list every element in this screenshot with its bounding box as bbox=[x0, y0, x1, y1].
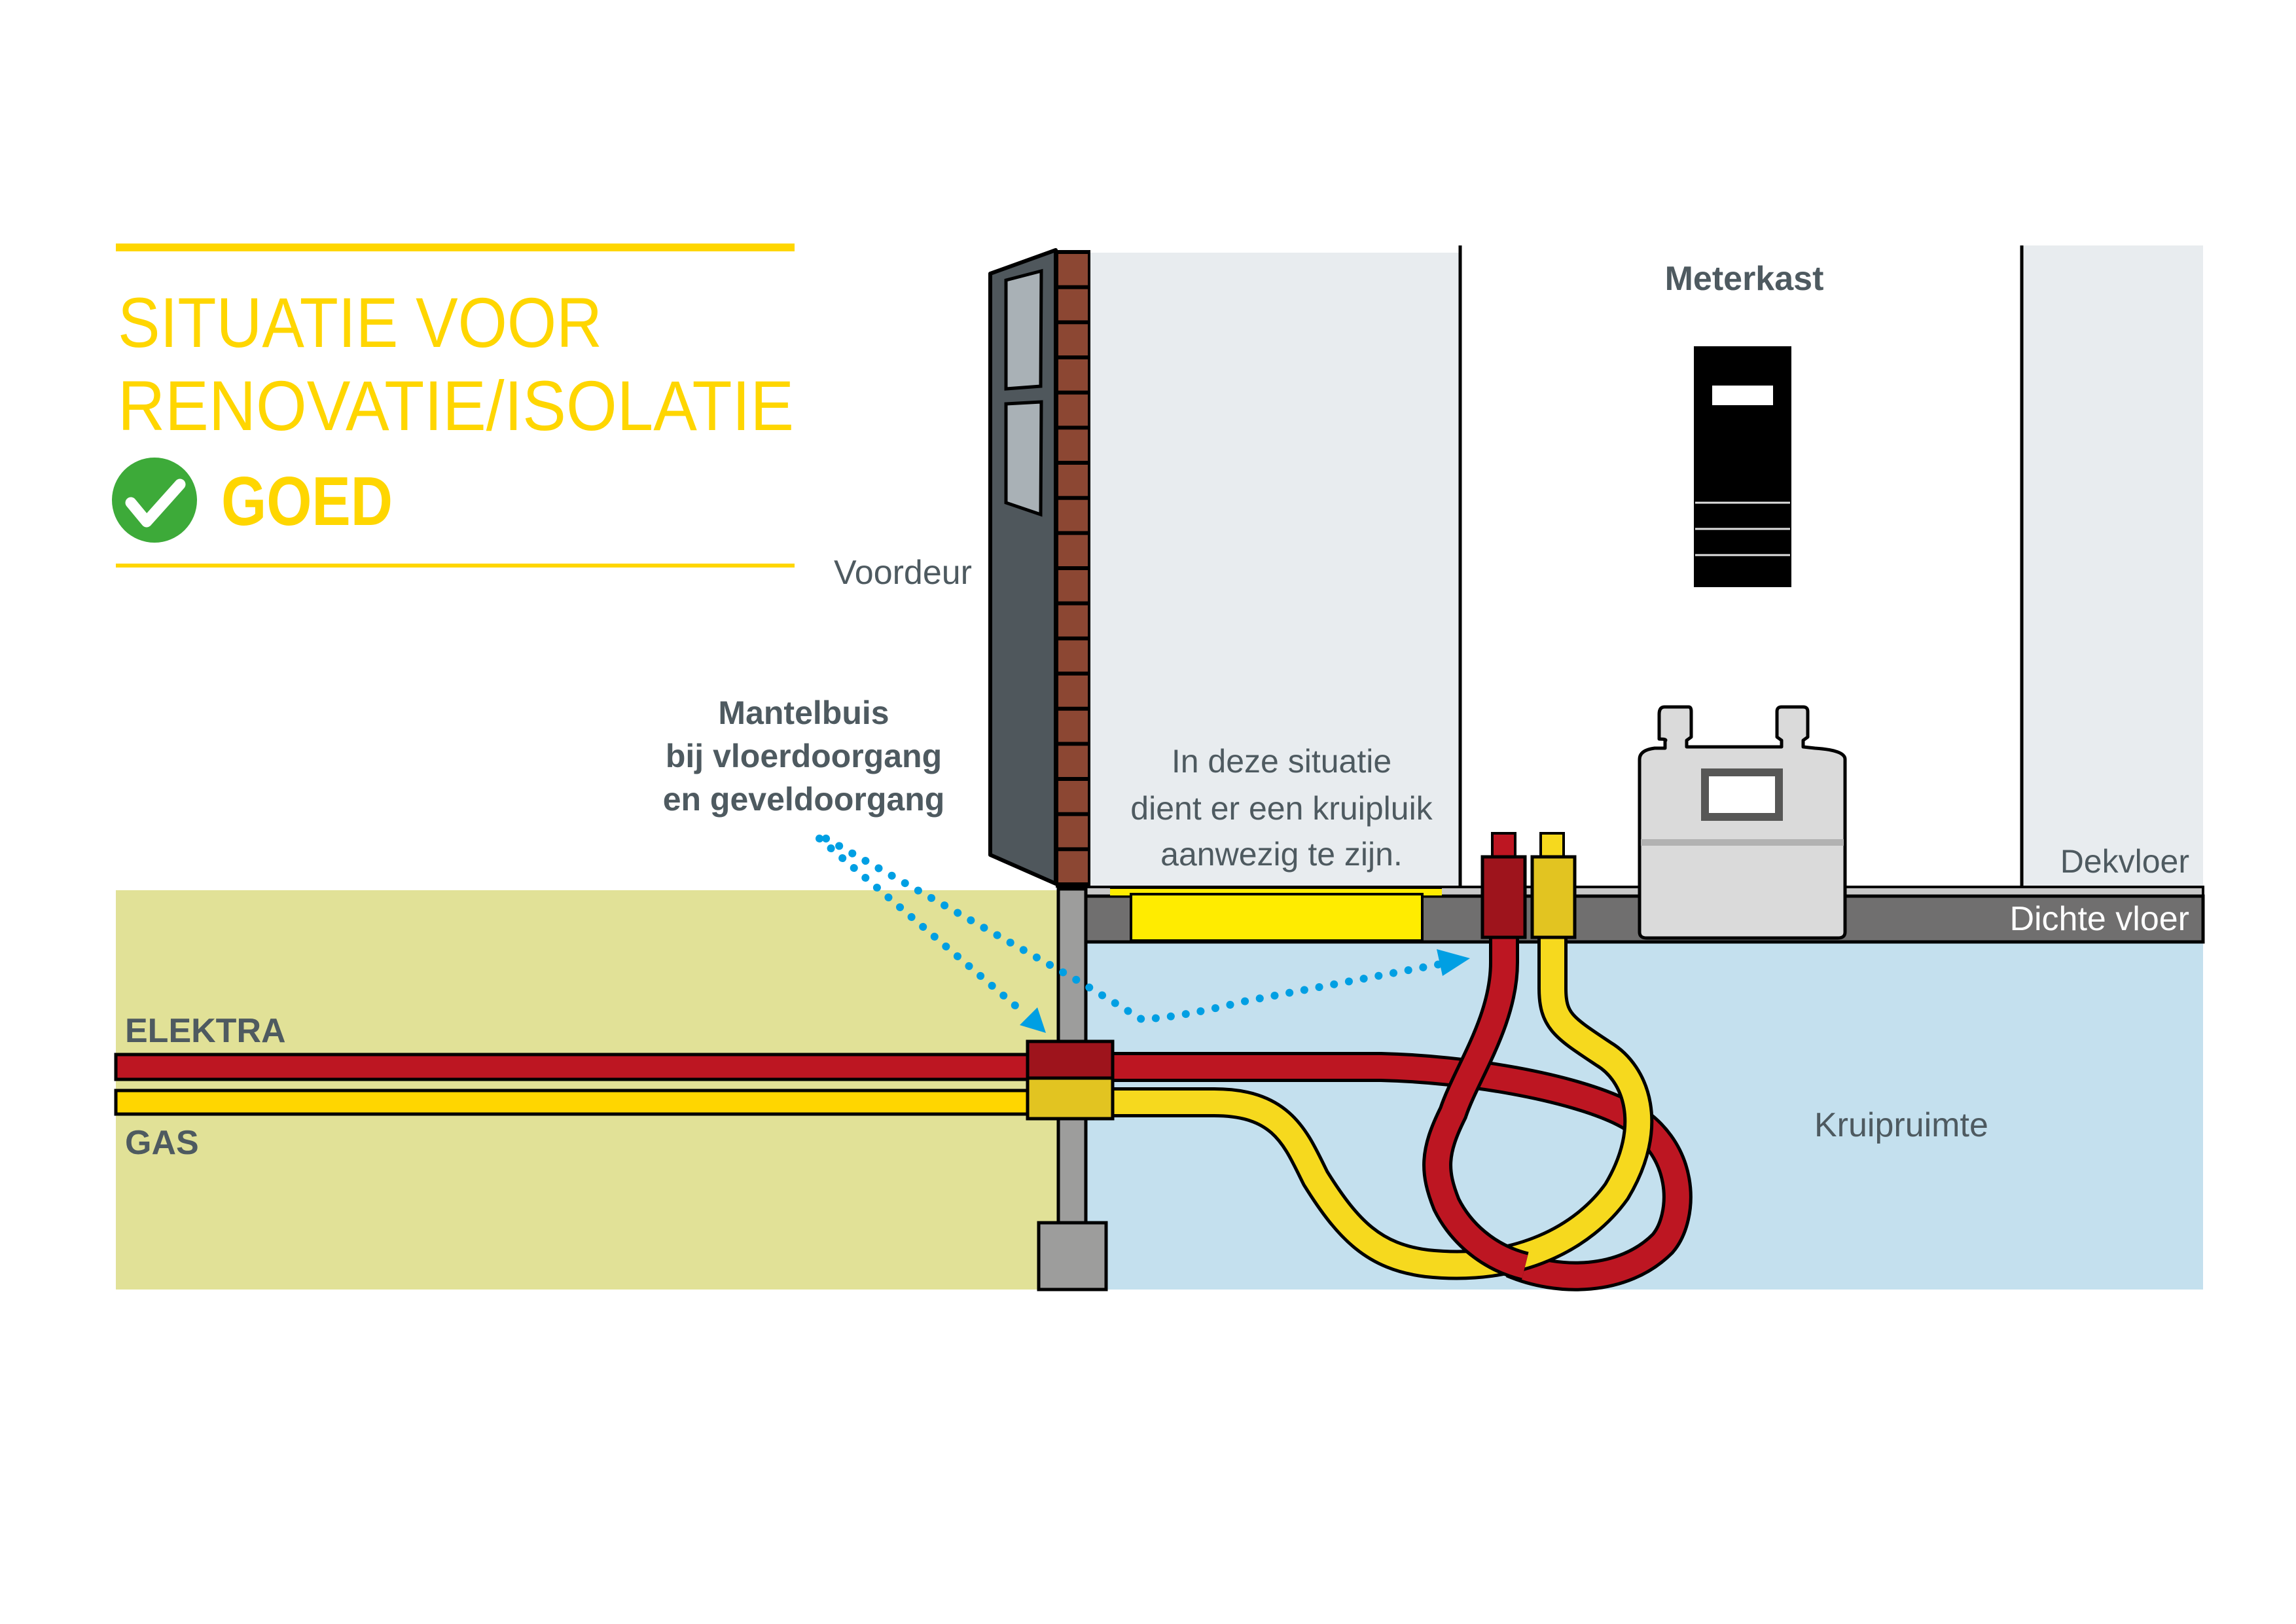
brick bbox=[1058, 746, 1088, 777]
brick bbox=[1058, 676, 1088, 707]
brick bbox=[1058, 781, 1088, 812]
label-gas: GAS bbox=[125, 1124, 199, 1162]
brick bbox=[1058, 851, 1088, 882]
label-meterkast: Meterkast bbox=[1665, 260, 1824, 298]
floor-sleeve-gas bbox=[1530, 855, 1577, 939]
verdict-label: GOED bbox=[221, 463, 393, 540]
title-line-1: SITUATIE VOOR bbox=[118, 283, 602, 362]
arrow-to-floor-sleeve bbox=[822, 835, 1447, 1024]
title-line-2: RENOVATIE/ISOLATIE bbox=[118, 366, 794, 445]
label-kruipruimte: Kruipruimte bbox=[1814, 1106, 1988, 1144]
electric-riser bbox=[1426, 937, 1528, 1278]
cables bbox=[114, 937, 1693, 1291]
gas-pipe-up bbox=[1539, 832, 1565, 859]
kruipluik-line-1: In deze situatie bbox=[1172, 743, 1391, 780]
gas-cable-outside bbox=[114, 1089, 1060, 1116]
brick bbox=[1058, 254, 1088, 285]
right-room-panel bbox=[2022, 245, 2203, 888]
arrow-to-facade-sleeve bbox=[816, 835, 1028, 1017]
gas-cable bbox=[1113, 937, 1651, 1277]
brick bbox=[1058, 429, 1088, 461]
brick bbox=[1058, 394, 1088, 426]
brick bbox=[1058, 605, 1088, 637]
callout-arrows bbox=[816, 835, 1447, 1024]
check-circle-icon bbox=[112, 458, 197, 543]
brick bbox=[1058, 816, 1088, 848]
electric-cable-loop bbox=[1113, 1055, 1689, 1288]
foundation-footing bbox=[1037, 1221, 1108, 1291]
brick bbox=[1058, 640, 1088, 672]
gas-meter-icon bbox=[1638, 705, 1847, 940]
mantelbuis-line-2: bij vloerdoorgang bbox=[666, 738, 942, 774]
door-window-bottom bbox=[1004, 400, 1043, 517]
hall-wall-panel bbox=[1090, 253, 1460, 888]
callout-mantelbuis: Mantelbuis bij vloerdoorgang en geveldoo… bbox=[663, 695, 945, 818]
mantelbuis-line-3: en geveldoorgang bbox=[663, 781, 945, 818]
electric-cable-outside bbox=[114, 1053, 1060, 1081]
front-door bbox=[988, 248, 1058, 886]
brick-facade bbox=[1056, 250, 1090, 888]
brick bbox=[1058, 570, 1088, 602]
electric-pipe-up bbox=[1491, 832, 1516, 859]
facade-sleeve-gas bbox=[1026, 1076, 1115, 1121]
label-voordeur: Voordeur bbox=[834, 554, 972, 592]
arrow-head-facade bbox=[1020, 1007, 1046, 1033]
floor-sleeves bbox=[1480, 832, 1577, 939]
facade-sleeve-electric bbox=[1026, 1039, 1115, 1080]
mantelbuis-line-1: Mantelbuis bbox=[718, 695, 889, 731]
header-bottom-rule bbox=[116, 564, 795, 568]
header-top-rule bbox=[116, 244, 795, 251]
brick bbox=[1058, 289, 1088, 321]
arrow-head-floor bbox=[1437, 949, 1470, 976]
label-dekvloer: Dekvloer bbox=[2060, 843, 2189, 880]
header: SITUATIE VOOR RENOVATIE/ISOLATIE GOED bbox=[112, 244, 795, 568]
kruipluik-line-2: dient er een kruipluik bbox=[1130, 790, 1433, 827]
kruipluik-hatch bbox=[1110, 886, 1442, 942]
brick bbox=[1058, 710, 1088, 742]
label-dichte-vloer: Dichte vloer bbox=[2009, 900, 2189, 938]
door-window-top bbox=[1004, 268, 1043, 391]
kruipluik-line-3: aanwezig te zijn. bbox=[1160, 836, 1403, 873]
floor-sleeve-electric bbox=[1480, 855, 1527, 939]
facade-sleeve bbox=[1026, 1039, 1115, 1121]
brick bbox=[1058, 535, 1088, 566]
brick bbox=[1058, 499, 1088, 532]
brick bbox=[1058, 359, 1088, 391]
brick bbox=[1058, 324, 1088, 355]
callout-kruipluik: In deze situatie dient er een kruipluik … bbox=[1130, 743, 1433, 873]
brick bbox=[1058, 465, 1088, 496]
label-elektra: ELEKTRA bbox=[125, 1012, 286, 1050]
electricity-meter-icon bbox=[1694, 346, 1791, 587]
